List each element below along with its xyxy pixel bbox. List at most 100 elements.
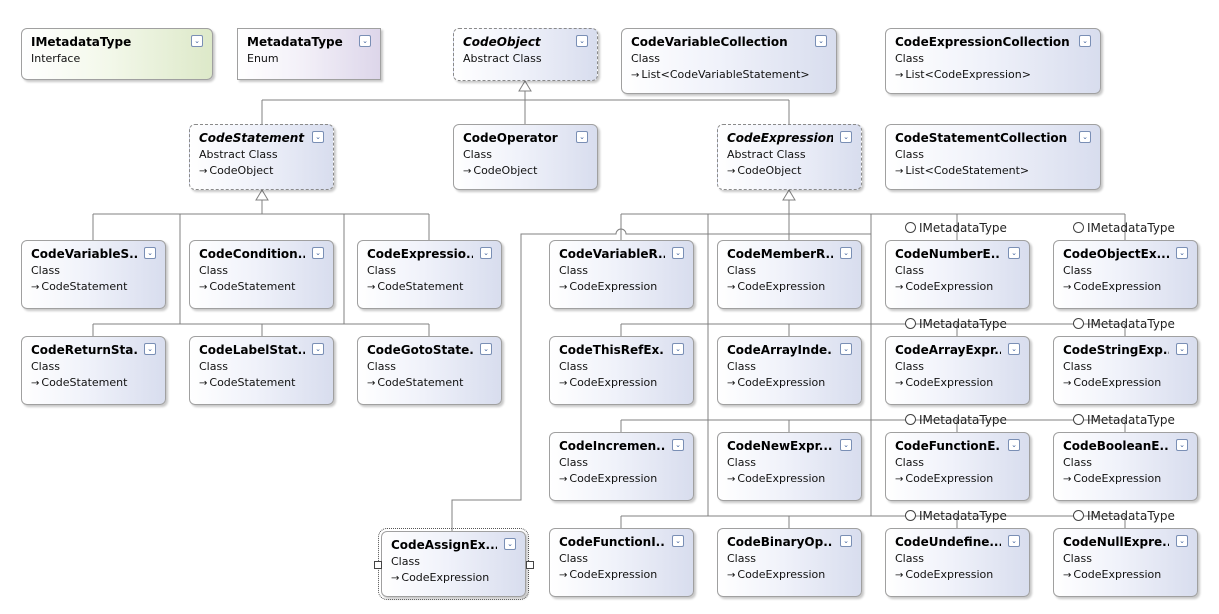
codeobjectex-shape[interactable]: CodeObjectEx... Class →CodeExpression ⌄ bbox=[1053, 240, 1198, 309]
base-type: →List<CodeStatement> bbox=[895, 164, 1029, 177]
base-type: →CodeExpression bbox=[895, 376, 993, 389]
codeundefine-shape[interactable]: CodeUndefine... Class →CodeExpression ⌄ bbox=[885, 528, 1030, 597]
collapse-chevron-icon[interactable]: ⌄ bbox=[840, 535, 852, 547]
codenewexpr-shape[interactable]: CodeNewExpr... Class →CodeExpression ⌄ bbox=[717, 432, 862, 501]
collapse-chevron-icon[interactable]: ⌄ bbox=[1008, 343, 1020, 355]
collapse-chevron-icon[interactable]: ⌄ bbox=[672, 439, 684, 451]
codeassignex-shape[interactable]: CodeAssignEx... Class →CodeExpression ⌄ bbox=[378, 528, 529, 600]
collapse-chevron-icon[interactable]: ⌄ bbox=[1008, 439, 1020, 451]
codestatementcollection-shape[interactable]: CodeStatementCollection Class →List<Code… bbox=[885, 124, 1101, 190]
collapse-chevron-icon[interactable]: ⌄ bbox=[312, 247, 324, 259]
shape-kind: Class bbox=[895, 148, 924, 161]
base-type: →List<CodeVariableStatement> bbox=[631, 68, 810, 81]
codebinaryop-shape[interactable]: CodeBinaryOp... Class →CodeExpression ⌄ bbox=[717, 528, 862, 597]
metadatatype-shape[interactable]: MetadataType Enum ⌄ bbox=[237, 28, 381, 80]
codememberr-shape[interactable]: CodeMemberR... Class →CodeExpression ⌄ bbox=[717, 240, 862, 309]
base-type-label: List<CodeStatement> bbox=[905, 164, 1030, 177]
base-type: →CodeExpression bbox=[727, 472, 825, 485]
inherits-arrow-icon: → bbox=[895, 474, 904, 485]
shape-name: CodeStatement bbox=[199, 131, 305, 145]
collapse-chevron-icon[interactable]: ⌄ bbox=[504, 538, 516, 550]
imetadatatype-shape[interactable]: IMetadataType Interface ⌄ bbox=[21, 28, 213, 80]
collapse-chevron-icon[interactable]: ⌄ bbox=[672, 343, 684, 355]
collapse-chevron-icon[interactable]: ⌄ bbox=[359, 35, 371, 47]
collapse-chevron-icon[interactable]: ⌄ bbox=[1176, 247, 1188, 259]
codeexpression-shape[interactable]: CodeExpression Abstract Class →CodeObjec… bbox=[717, 124, 862, 190]
codeexpressionstmt-shape[interactable]: CodeExpressio... Class →CodeStatement ⌄ bbox=[357, 240, 502, 309]
codeincremen-shape[interactable]: CodeIncremen... Class →CodeExpression ⌄ bbox=[549, 432, 694, 501]
collapse-chevron-icon[interactable]: ⌄ bbox=[840, 343, 852, 355]
collapse-chevron-icon[interactable]: ⌄ bbox=[480, 343, 492, 355]
codenumbere-shape[interactable]: CodeNumberE... Class →CodeExpression ⌄ bbox=[885, 240, 1030, 309]
base-type: →CodeExpression bbox=[895, 280, 993, 293]
collapse-chevron-icon[interactable]: ⌄ bbox=[312, 343, 324, 355]
codenullexpre-shape[interactable]: CodeNullExpre... Class →CodeExpression ⌄ bbox=[1053, 528, 1198, 597]
collapse-chevron-icon[interactable]: ⌄ bbox=[576, 35, 588, 47]
base-type: →CodeStatement bbox=[367, 280, 463, 293]
base-type: →CodeStatement bbox=[31, 280, 127, 293]
collapse-chevron-icon[interactable]: ⌄ bbox=[672, 535, 684, 547]
codestatement-shape[interactable]: CodeStatement Abstract Class →CodeObject… bbox=[189, 124, 334, 190]
inherits-arrow-icon: → bbox=[895, 70, 904, 81]
resize-handle-left[interactable] bbox=[374, 561, 382, 569]
shape-name: CodeExpression bbox=[727, 131, 833, 145]
collapse-chevron-icon[interactable]: ⌄ bbox=[1079, 131, 1091, 143]
codearrayinde-shape[interactable]: CodeArrayInde... Class →CodeExpression ⌄ bbox=[717, 336, 862, 405]
codevariabler-shape[interactable]: CodeVariableR... Class →CodeExpression ⌄ bbox=[549, 240, 694, 309]
codereturnsta-shape[interactable]: CodeReturnSta... Class →CodeStatement ⌄ bbox=[21, 336, 166, 405]
lollipop-imetadatatype: IMetadataType bbox=[905, 413, 1007, 427]
codeexpressioncollection-shape[interactable]: CodeExpressionCollection Class →List<Cod… bbox=[885, 28, 1101, 94]
shape-kind: Class bbox=[727, 360, 756, 373]
collapse-chevron-icon[interactable]: ⌄ bbox=[840, 247, 852, 259]
shape-kind: Class bbox=[559, 360, 588, 373]
interface-lollipop-icon bbox=[1073, 318, 1084, 329]
collapse-chevron-icon[interactable]: ⌄ bbox=[1079, 35, 1091, 47]
shape-kind: Class bbox=[895, 52, 924, 65]
shape-name: CodeReturnSta... bbox=[31, 343, 137, 357]
collapse-chevron-icon[interactable]: ⌄ bbox=[1176, 439, 1188, 451]
base-type: →CodeObject bbox=[727, 164, 801, 177]
collapse-chevron-icon[interactable]: ⌄ bbox=[1176, 535, 1188, 547]
codevariablecollection-shape[interactable]: CodeVariableCollection Class →List<CodeV… bbox=[621, 28, 837, 94]
codevariables-shape[interactable]: CodeVariableS... Class →CodeStatement ⌄ bbox=[21, 240, 166, 309]
inherits-arrow-icon: → bbox=[31, 378, 40, 389]
collapse-chevron-icon[interactable]: ⌄ bbox=[840, 439, 852, 451]
codeobject-shape[interactable]: CodeObject Abstract Class ⌄ bbox=[453, 28, 598, 81]
shape-name: CodeExpressionCollection bbox=[895, 35, 1070, 49]
shape-kind: Class bbox=[463, 148, 492, 161]
codefunctione-shape[interactable]: CodeFunctionE... Class →CodeExpression ⌄ bbox=[885, 432, 1030, 501]
codecondition-shape[interactable]: CodeCondition... Class →CodeStatement ⌄ bbox=[189, 240, 334, 309]
collapse-chevron-icon[interactable]: ⌄ bbox=[576, 131, 588, 143]
codelabelstat-shape[interactable]: CodeLabelStat... Class →CodeStatement ⌄ bbox=[189, 336, 334, 405]
collapse-chevron-icon[interactable]: ⌄ bbox=[1176, 343, 1188, 355]
resize-handle-right[interactable] bbox=[526, 561, 534, 569]
codegotostate-shape[interactable]: CodeGotoState... Class →CodeStatement ⌄ bbox=[357, 336, 502, 405]
shape-kind: Class bbox=[559, 264, 588, 277]
collapse-chevron-icon[interactable]: ⌄ bbox=[672, 247, 684, 259]
collapse-chevron-icon[interactable]: ⌄ bbox=[1008, 535, 1020, 547]
shape-kind: Enum bbox=[247, 52, 279, 65]
base-type: →CodeExpression bbox=[1063, 376, 1161, 389]
shape-kind: Class bbox=[1063, 360, 1092, 373]
collapse-chevron-icon[interactable]: ⌄ bbox=[1008, 247, 1020, 259]
codeoperator-shape[interactable]: CodeOperator Class →CodeObject ⌄ bbox=[453, 124, 598, 190]
base-type: →CodeExpression bbox=[559, 568, 657, 581]
collapse-chevron-icon[interactable]: ⌄ bbox=[144, 343, 156, 355]
collapse-chevron-icon[interactable]: ⌄ bbox=[815, 35, 827, 47]
collapse-chevron-icon[interactable]: ⌄ bbox=[840, 131, 852, 143]
inherits-arrow-icon: → bbox=[559, 282, 568, 293]
lollipop-imetadatatype: IMetadataType bbox=[905, 509, 1007, 523]
collapse-chevron-icon[interactable]: ⌄ bbox=[144, 247, 156, 259]
base-type: →CodeExpression bbox=[1063, 280, 1161, 293]
collapse-chevron-icon[interactable]: ⌄ bbox=[312, 131, 324, 143]
shape-kind: Class bbox=[631, 52, 660, 65]
codestringexp-shape[interactable]: CodeStringExp... Class →CodeExpression ⌄ bbox=[1053, 336, 1198, 405]
codebooleane-shape[interactable]: CodeBooleanE... Class →CodeExpression ⌄ bbox=[1053, 432, 1198, 501]
collapse-chevron-icon[interactable]: ⌄ bbox=[480, 247, 492, 259]
base-type: →CodeExpression bbox=[895, 472, 993, 485]
codearrayexpr-shape[interactable]: CodeArrayExpr... Class →CodeExpression ⌄ bbox=[885, 336, 1030, 405]
codethisrefex-shape[interactable]: CodeThisRefEx... Class →CodeExpression ⌄ bbox=[549, 336, 694, 405]
codefunctioni-shape[interactable]: CodeFunctionI... Class →CodeExpression ⌄ bbox=[549, 528, 694, 597]
collapse-chevron-icon[interactable]: ⌄ bbox=[191, 35, 203, 47]
base-type-label: CodeExpression bbox=[569, 280, 658, 293]
